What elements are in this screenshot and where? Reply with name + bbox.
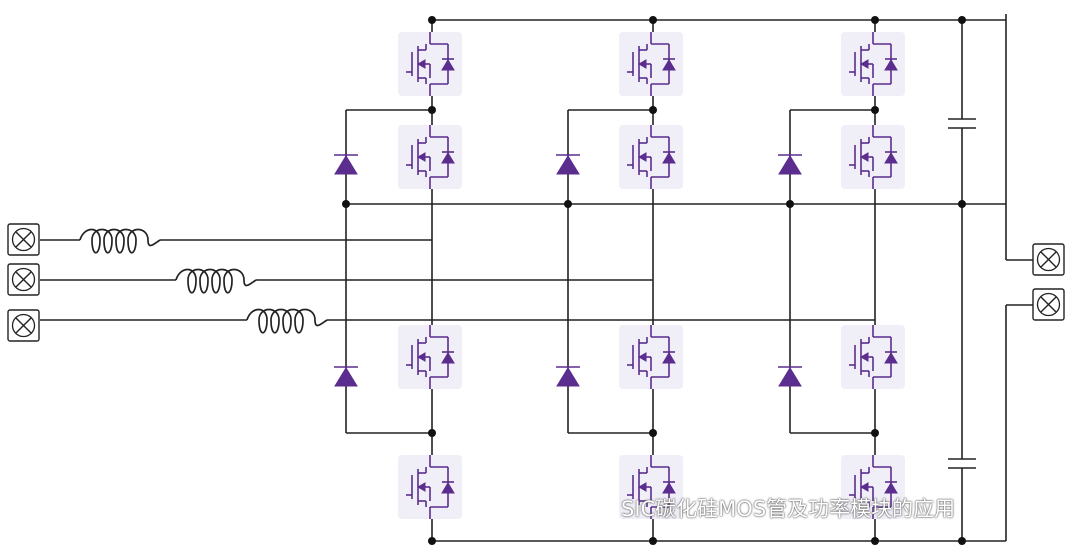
watermark: SIC碳化硅MOS管及功率模块的应用	[575, 491, 955, 525]
inductor-2	[175, 268, 257, 294]
inductor-3	[246, 308, 328, 334]
diode-icon	[334, 366, 358, 387]
diode-icon	[334, 154, 358, 175]
mosfets	[397, 31, 906, 520]
diode-icon	[556, 366, 580, 387]
capacitor-top	[948, 118, 976, 129]
mosfet-icon	[397, 324, 463, 390]
dc-bus-wires	[346, 14, 1033, 542]
diode-icon	[556, 154, 580, 175]
terminal-icon	[1032, 288, 1065, 321]
output-terminals	[1032, 243, 1065, 321]
diode-icon	[778, 366, 802, 387]
mosfet-icon	[840, 124, 906, 190]
terminal-icon	[7, 263, 40, 296]
inductor-1	[79, 228, 161, 254]
terminal-icon	[7, 223, 40, 256]
mosfet-icon	[397, 124, 463, 190]
mosfet-icon	[840, 31, 906, 97]
mosfet-icon	[397, 454, 463, 520]
diode-icon	[778, 154, 802, 175]
diodes	[334, 154, 802, 387]
terminal-icon	[1032, 243, 1065, 276]
input-terminals	[7, 223, 40, 342]
mosfet-icon	[840, 324, 906, 390]
mosfet-icon	[618, 324, 684, 390]
junction-dots	[342, 16, 966, 545]
capacitor-bottom	[948, 458, 976, 469]
mosfet-icon	[618, 124, 684, 190]
watermark-text: SIC碳化硅MOS管及功率模块的应用	[621, 497, 956, 521]
input-phase-wires	[40, 239, 875, 321]
terminal-icon	[7, 309, 40, 342]
mosfet-icon	[397, 31, 463, 97]
mosfet-icon	[618, 31, 684, 97]
wechat-icon	[575, 493, 611, 522]
